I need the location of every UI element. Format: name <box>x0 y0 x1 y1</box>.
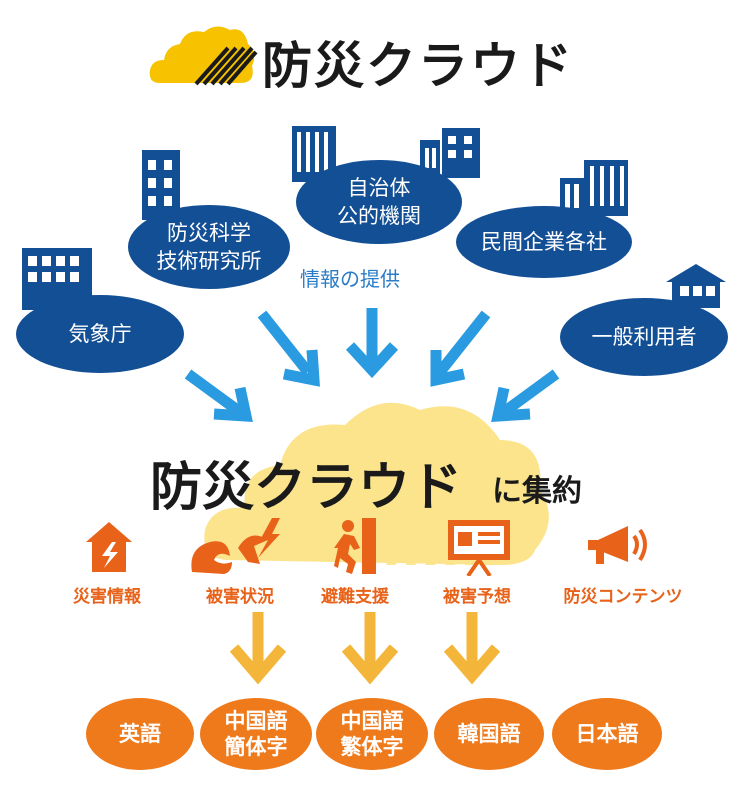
language-label: 英語 <box>119 722 161 746</box>
language-chinese-traditional: 中国語 繁体字 <box>316 698 428 770</box>
provider-label: 一般利用者 <box>591 325 697 349</box>
category-evacuation-support: 避難支援 <box>321 587 389 607</box>
language-label: 中国語 <box>340 709 404 733</box>
provider-label: 防災科学 <box>167 221 251 245</box>
language-japanese: 日本語 <box>552 698 662 770</box>
provider-users: 一般利用者 <box>560 298 728 376</box>
provider-nied: 防災科学 技術研究所 <box>128 205 290 289</box>
category-damage-forecast: 被害予想 <box>443 587 511 607</box>
provider-private: 民間企業各社 <box>456 206 632 278</box>
arrow-icon <box>430 310 491 387</box>
presentation-board-icon <box>448 520 510 576</box>
category-disaster-contents: 防災コンテンツ <box>563 587 683 607</box>
language-label: 繁体字 <box>340 735 404 759</box>
aggregation-title: 防災クラウド <box>150 458 463 518</box>
arrow-icon <box>257 310 320 387</box>
language-chinese-simplified: 中国語 簡体字 <box>200 698 312 770</box>
arrow-icon <box>184 369 253 422</box>
arrow-icon <box>443 612 501 685</box>
provider-label: 民間企業各社 <box>481 230 607 254</box>
arrow-icon <box>341 612 399 685</box>
house-icon <box>666 264 726 308</box>
arrow-icon <box>229 612 287 685</box>
language-label: 日本語 <box>575 722 639 746</box>
language-english: 英語 <box>86 698 194 770</box>
arrow-icon <box>345 308 399 379</box>
house-warning-icon <box>86 522 132 572</box>
provider-label: 技術研究所 <box>156 249 262 273</box>
megaphone-icon <box>588 526 647 564</box>
provider-local-gov: 自治体 公的機関 <box>296 160 462 244</box>
building-icon <box>560 160 628 216</box>
language-label: 簡体字 <box>224 735 288 759</box>
category-damage-status: 被害状況 <box>206 587 274 607</box>
provider-label: 気象庁 <box>68 322 132 346</box>
aggregation-suffix: に集約 <box>492 474 582 509</box>
info-provision-label: 情報の提供 <box>300 267 400 291</box>
provider-jma: 気象庁 <box>16 295 184 373</box>
storm-damage-icon <box>191 518 280 574</box>
evacuation-runner-icon <box>334 518 376 574</box>
cloud-logo-icon <box>149 26 258 86</box>
provider-label: 公的機関 <box>337 204 421 228</box>
logo-text: 防災クラウド <box>262 37 574 95</box>
provider-label: 自治体 <box>347 176 411 200</box>
language-label: 中国語 <box>224 709 288 733</box>
building-icon <box>420 128 480 178</box>
arrow-icon <box>491 369 560 422</box>
category-disaster-info: 災害情報 <box>73 587 141 607</box>
language-label: 韓国語 <box>457 722 521 746</box>
language-korean: 韓国語 <box>434 698 544 770</box>
